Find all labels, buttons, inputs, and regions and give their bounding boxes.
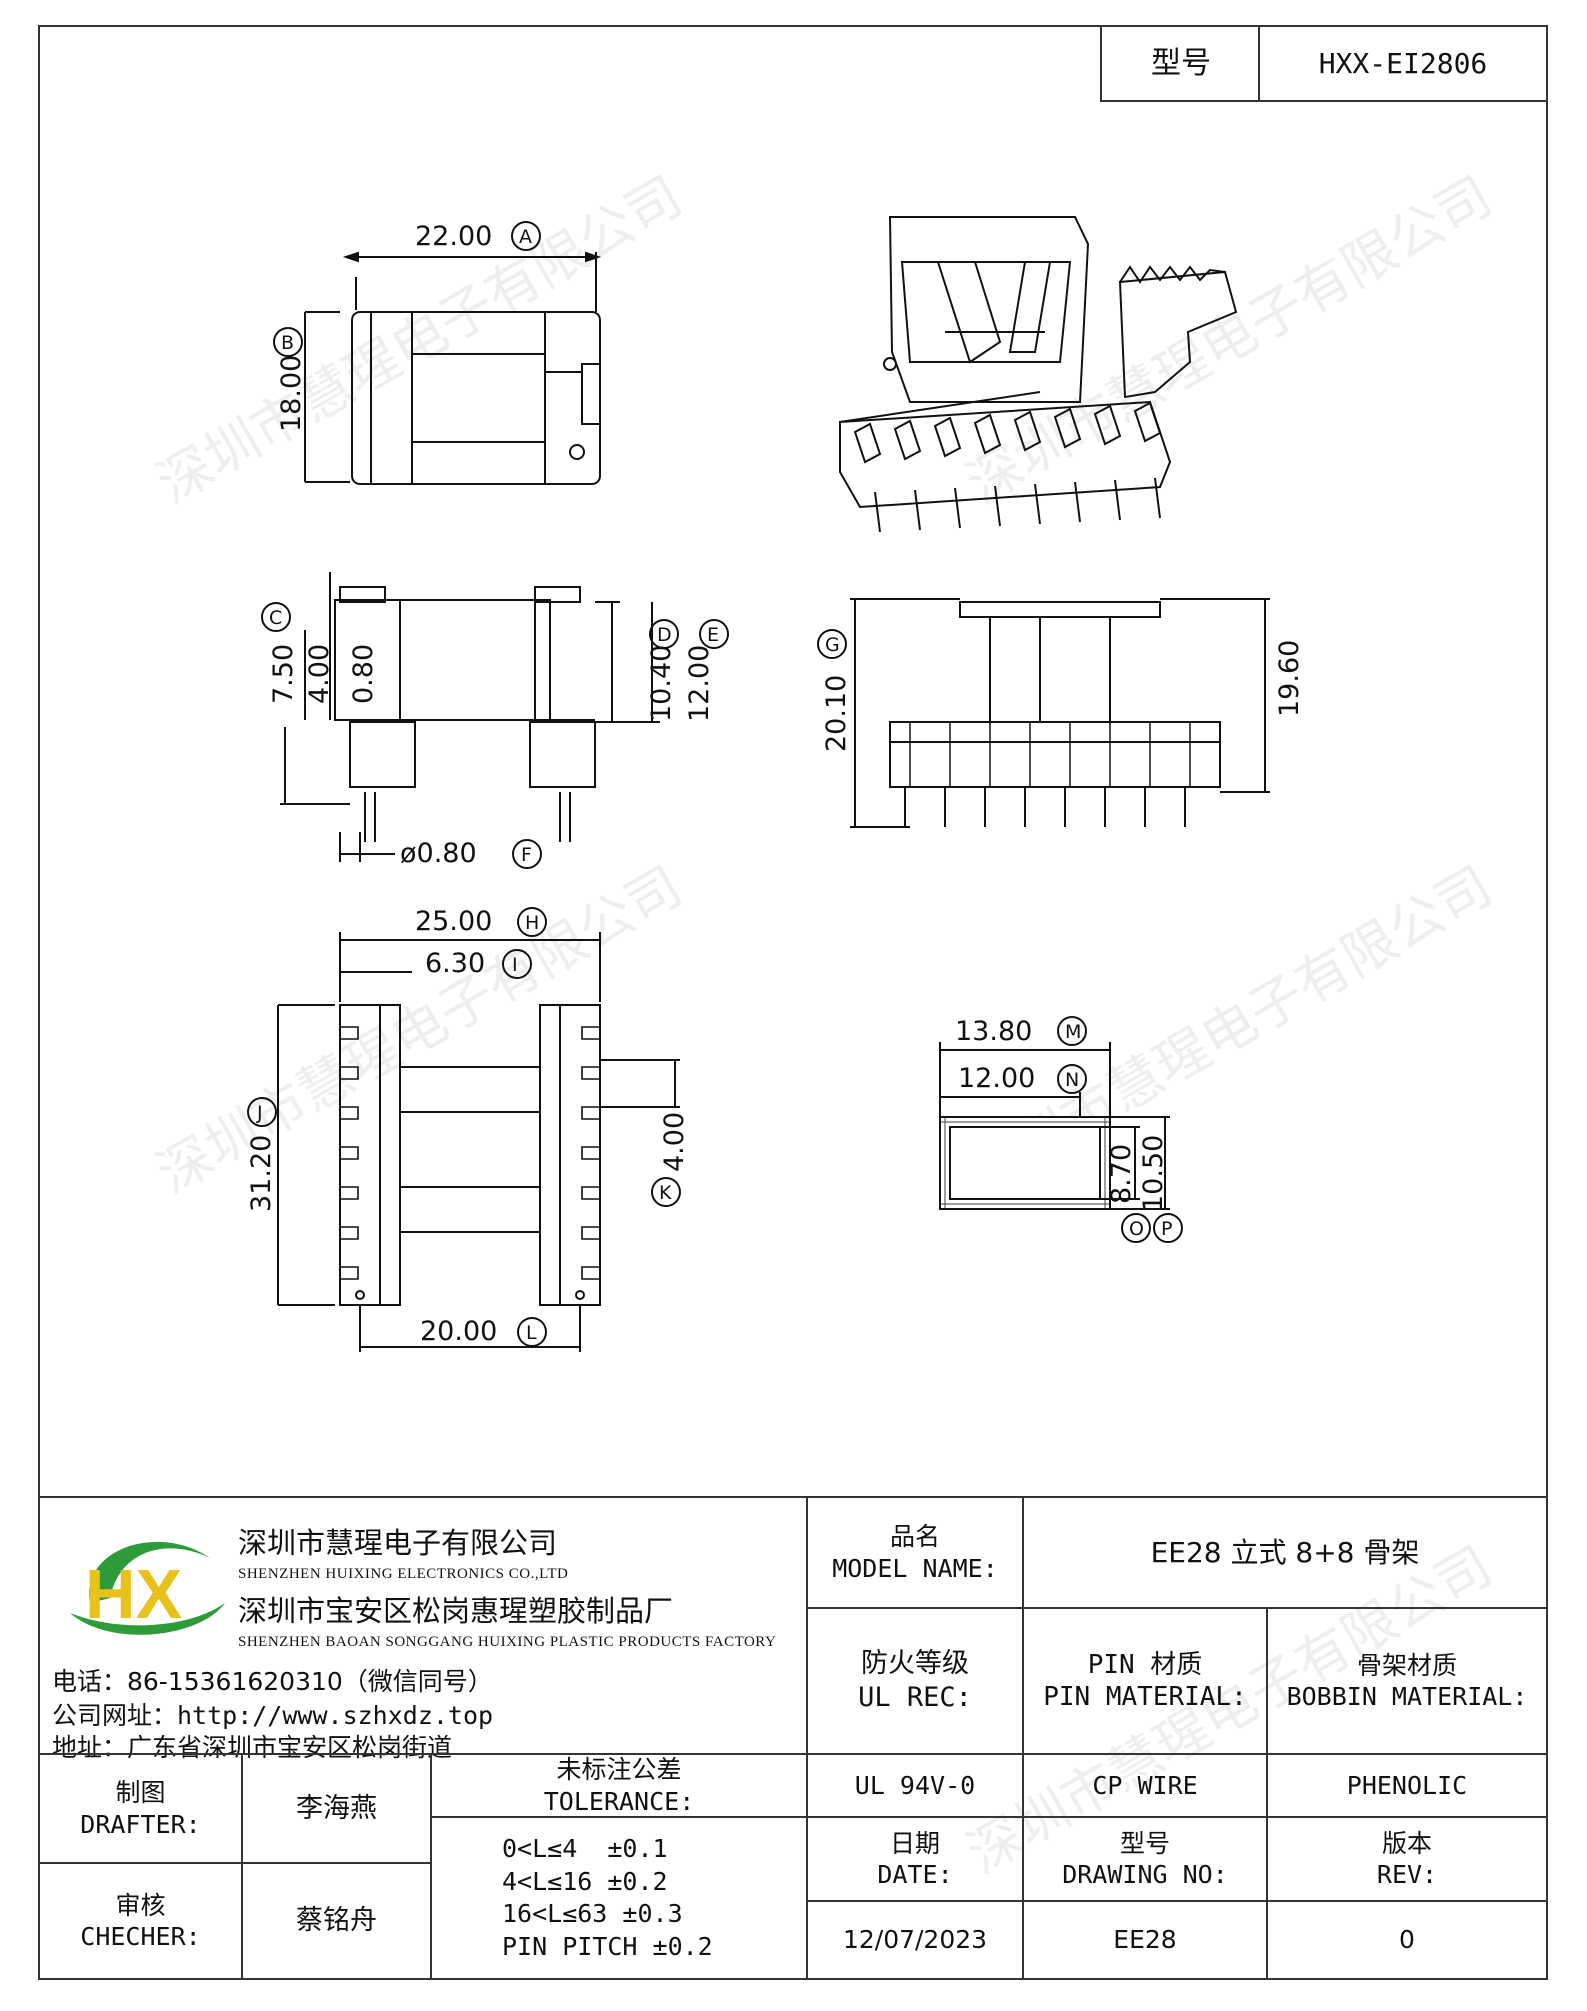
dim-l-value: 20.00 bbox=[420, 1316, 497, 1347]
dim-m-value: 13.80 bbox=[955, 1016, 1032, 1047]
company-phone: 电话：86-15361620310（微信同号） bbox=[52, 1667, 493, 1696]
svg-text:N: N bbox=[1065, 1069, 1079, 1091]
pin-material-value: CP WIRE bbox=[1022, 1753, 1268, 1818]
cross-section-view: 13.80 M 12.00 N 8.70 10.50 O P bbox=[939, 1016, 1183, 1243]
tolerance-line: 4<L≤16 ±0.2 bbox=[502, 1866, 668, 1896]
dim-g-1960-value: 19.60 bbox=[1274, 640, 1305, 717]
dim-j-value: 31.20 bbox=[246, 1135, 277, 1212]
svg-text:J: J bbox=[256, 1102, 263, 1124]
top-view: 22.00 A 18.00 B bbox=[273, 221, 602, 485]
svg-text:C: C bbox=[269, 607, 282, 629]
svg-text:M: M bbox=[1065, 1021, 1081, 1043]
date-value: 12/07/2023 bbox=[806, 1900, 1024, 1980]
svg-text:D: D bbox=[657, 624, 672, 646]
svg-text:A: A bbox=[519, 226, 532, 248]
ul-rec-value: UL 94V-0 bbox=[806, 1753, 1024, 1818]
isometric-view bbox=[839, 216, 1238, 533]
company-name-cn: 深圳市慧瑆电子有限公司 bbox=[238, 1526, 558, 1560]
svg-text:L: L bbox=[526, 1322, 537, 1344]
dim-o-value: 8.70 bbox=[1106, 1144, 1137, 1204]
company-website: 公司网址：http://www.szhxdz.top bbox=[52, 1701, 494, 1730]
company-logo-icon: HX bbox=[70, 1541, 225, 1635]
svg-text:H: H bbox=[525, 912, 539, 934]
svg-text:O: O bbox=[1129, 1218, 1144, 1240]
dim-c-value: 7.50 bbox=[268, 644, 299, 704]
checker-name: 蔡铭舟 bbox=[241, 1862, 432, 1980]
title-block-top-line bbox=[38, 1496, 1548, 1498]
company-name-en: SHENZHEN HUIXING ELECTRONICS CO.,LTD bbox=[238, 1566, 569, 1582]
svg-text:B: B bbox=[281, 332, 294, 354]
dim-g-value: 20.10 bbox=[821, 675, 852, 752]
side-view: 7.50 C 4.00 0.80 10.40 D 12.00 E ø0.80 F bbox=[261, 572, 729, 869]
dim-h-value: 25.00 bbox=[415, 906, 492, 937]
bobbin-material-value: PHENOLIC bbox=[1266, 1753, 1548, 1818]
dim-c-4-value: 4.00 bbox=[304, 644, 335, 704]
tolerance-values: 0<L≤4 ±0.1 4<L≤16 ±0.2 16<L≤63 ±0.3 PIN … bbox=[430, 1816, 808, 1980]
dim-b-value: 18.00 bbox=[276, 355, 307, 432]
factory-name-cn: 深圳市宝安区松岗惠瑆塑胶制品厂 bbox=[238, 1594, 674, 1628]
front-view: 20.10 G 19.60 bbox=[817, 598, 1305, 828]
svg-text:I: I bbox=[512, 954, 518, 976]
factory-name-en: SHENZHEN BAOAN SONGGANG HUIXING PLASTIC … bbox=[238, 1634, 777, 1650]
svg-text:K: K bbox=[659, 1182, 672, 1204]
dim-e-value: 12.00 bbox=[684, 645, 715, 722]
dim-c-080-value: 0.80 bbox=[348, 644, 379, 704]
svg-text:G: G bbox=[825, 634, 840, 656]
tolerance-line: PIN PITCH ±0.2 bbox=[502, 1931, 713, 1961]
company-address: 地址：广东省深圳市宝安区松岗街道 bbox=[52, 1733, 453, 1762]
svg-text:E: E bbox=[707, 624, 719, 646]
dim-f-value: ø0.80 bbox=[400, 838, 477, 869]
svg-text:HX: HX bbox=[85, 1555, 183, 1633]
dim-i-value: 6.30 bbox=[425, 948, 485, 979]
bottom-view: 25.00 H 6.30 I 31.20 J 4.00 K 20.00 L bbox=[246, 906, 690, 1352]
dim-a-value: 22.00 bbox=[415, 221, 492, 252]
header-model-label: 型号 bbox=[1100, 25, 1260, 102]
company-block: HX 深圳市慧瑆电子有限公司 SHENZHEN HUIXING ELECTRON… bbox=[50, 1500, 800, 1762]
drafter-name: 李海燕 bbox=[241, 1753, 432, 1864]
svg-text:F: F bbox=[521, 844, 532, 866]
dim-n-value: 12.00 bbox=[958, 1063, 1035, 1094]
tolerance-line: 16<L≤63 ±0.3 bbox=[502, 1899, 683, 1928]
tolerance-line: 0<L≤4 ±0.1 bbox=[502, 1834, 668, 1863]
dim-d-value: 10.40 bbox=[646, 645, 677, 722]
model-name-value: EE28 立式 8+8 骨架 bbox=[1022, 1496, 1548, 1609]
rev-value: 0 bbox=[1266, 1900, 1548, 1980]
technical-drawing: 22.00 A 18.00 B bbox=[246, 216, 1305, 1352]
header-model-value: HXX-EI2806 bbox=[1258, 25, 1548, 102]
svg-text:P: P bbox=[1161, 1218, 1172, 1240]
dim-k-value: 4.00 bbox=[659, 1112, 690, 1172]
dim-p-value: 10.50 bbox=[1138, 1135, 1169, 1212]
drawing-no-value: EE28 bbox=[1022, 1900, 1268, 1980]
